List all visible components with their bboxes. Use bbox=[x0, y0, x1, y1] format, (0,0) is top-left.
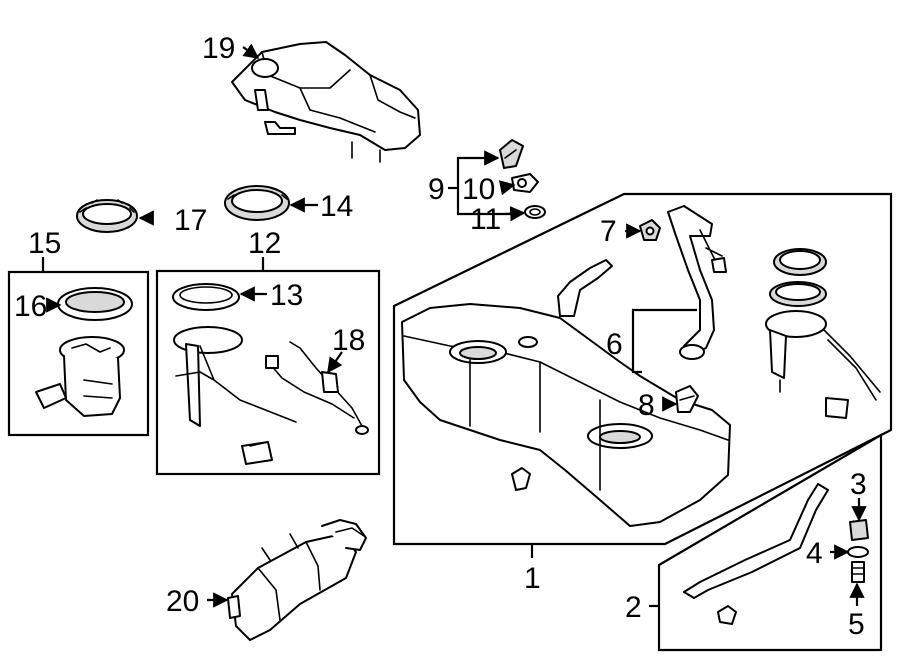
callout-11: 11 bbox=[470, 203, 501, 236]
callout-17: 17 bbox=[174, 204, 207, 237]
nut-part-7 bbox=[639, 219, 661, 241]
callout-7: 7 bbox=[600, 215, 617, 248]
washer-part-4 bbox=[847, 546, 869, 558]
callout-3: 3 bbox=[850, 468, 867, 501]
fuel-tank-group-box bbox=[392, 192, 893, 546]
callout-1: 1 bbox=[524, 562, 541, 595]
valve-part-10 bbox=[511, 173, 539, 193]
fuel-tank-part-1 bbox=[401, 259, 731, 527]
tank-pump-assembly bbox=[765, 248, 881, 419]
tank-strap-group-box bbox=[657, 433, 883, 652]
bolt-part-3 bbox=[849, 519, 869, 541]
sensor-part-18 bbox=[265, 341, 369, 435]
fuel-pump-module-12 bbox=[173, 326, 297, 465]
callout-15: 15 bbox=[28, 227, 61, 260]
callout-labels: 1 2 3 4 5 6 7 8 9 10 11 12 13 14 15 16 1… bbox=[14, 32, 867, 641]
breather-cap-part-8 bbox=[675, 385, 699, 413]
filler-cap-part-9 bbox=[499, 139, 524, 169]
seal-ring-part-11 bbox=[524, 205, 546, 219]
fuel-canister-part-20 bbox=[227, 519, 367, 641]
filler-neck-part-6 bbox=[667, 205, 727, 360]
seal-ring-part-13 bbox=[172, 283, 240, 311]
callout-10: 10 bbox=[462, 173, 495, 206]
pump-12-box bbox=[155, 269, 381, 476]
callout-12: 12 bbox=[248, 227, 281, 260]
callout-4: 4 bbox=[806, 537, 823, 570]
callout-14: 14 bbox=[320, 190, 353, 223]
seal-ring-part-16 bbox=[57, 287, 133, 321]
callout-9: 9 bbox=[428, 173, 445, 206]
fuel-pump-module-15 bbox=[35, 336, 125, 417]
stud-part-5 bbox=[851, 561, 865, 583]
callout-5: 5 bbox=[848, 608, 865, 641]
callout-13: 13 bbox=[270, 279, 303, 312]
pump-15-box bbox=[7, 270, 150, 437]
callout-18: 18 bbox=[332, 324, 365, 357]
callout-8: 8 bbox=[638, 389, 655, 422]
callout-19: 19 bbox=[202, 32, 235, 65]
tank-strap-part-2 bbox=[683, 483, 829, 625]
callout-16: 16 bbox=[14, 290, 47, 323]
lock-ring-part-14 bbox=[224, 185, 290, 221]
callout-20: 20 bbox=[166, 585, 199, 618]
fuel-tank-shield-part-19 bbox=[231, 41, 421, 163]
lock-ring-part-17 bbox=[76, 199, 138, 233]
leader-lines bbox=[41, 43, 867, 608]
callout-6: 6 bbox=[606, 328, 623, 361]
callout-2: 2 bbox=[625, 591, 642, 624]
